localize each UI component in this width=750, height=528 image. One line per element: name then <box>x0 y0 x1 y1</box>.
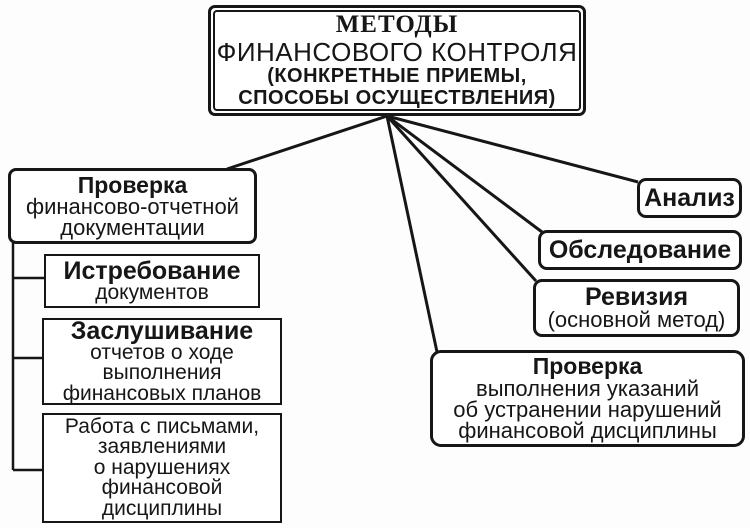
edge-root-to-analysis <box>386 114 639 184</box>
edge-check-documentation-children <box>11 243 45 472</box>
node-demand-documents: Истребование документов <box>44 254 260 308</box>
node-text-line: отчетов о ходе <box>90 341 234 365</box>
node-text-line: (основной метод) <box>547 307 726 333</box>
root-note-line-1: (КОНКРЕТНЫЕ ПРИЕМЫ, <box>267 65 527 88</box>
edge-root-to-check-execution <box>385 115 439 353</box>
node-revision: Ревизия (основной метод) <box>533 279 740 337</box>
node-text-line: документов <box>95 280 209 304</box>
node-text-line: финансовой дисциплины <box>458 418 717 444</box>
root-note-line-2: СПОСОБЫ ОСУЩЕСТВЛЕНИЯ) <box>238 86 556 109</box>
root-subtitle-line: ФИНАНСОВОГО КОНТРОЛЯ <box>216 36 578 67</box>
node-title: Заслушивание <box>70 316 254 345</box>
node-title: Истребование <box>63 256 241 285</box>
node-title: Ревизия <box>584 283 689 312</box>
node-title: Анализ <box>644 183 735 212</box>
node-analysis: Анализ <box>637 178 742 218</box>
edge-root-to-inspection <box>386 114 543 234</box>
node-title: Проверка <box>77 171 188 198</box>
node-title: Обследование <box>548 235 732 264</box>
node-text-line: финансовых планов <box>62 381 262 405</box>
node-text-line: заявлениями <box>97 435 227 459</box>
node-title: Проверка <box>532 353 643 380</box>
node-text-line: финансово-отчетной <box>26 193 239 219</box>
node-inspection: Обследование <box>538 230 742 270</box>
edge-root-to-revision <box>385 114 538 283</box>
root-title-line: МЕТОДЫ <box>335 11 459 39</box>
node-text-line: дисциплины <box>101 496 223 520</box>
node-text-line: Работа с письмами, <box>64 415 260 439</box>
node-text-line: документации <box>60 215 205 241</box>
node-methods-root: МЕТОДЫ ФИНАНСОВОГО КОНТРОЛЯ (КОНКРЕТНЫЕ … <box>208 5 586 116</box>
node-text-line: о нарушениях <box>93 455 231 479</box>
node-check-documentation: Проверка финансово-отчетной документации <box>8 168 257 244</box>
node-text-line: финансовой <box>101 476 223 500</box>
node-work-with-letters: Работа с письмами, заявлениями о нарушен… <box>42 413 282 523</box>
node-hearing-reports: Заслушивание отчетов о ходе выполнения ф… <box>42 318 282 405</box>
node-check-execution: Проверка выполнения указаний об устранен… <box>430 350 745 447</box>
node-text-line: выполнения указаний <box>476 375 699 401</box>
edge-root-to-check-documentation <box>226 114 388 171</box>
node-text-line: об устранении нарушений <box>453 396 722 422</box>
node-methods-root-inner: МЕТОДЫ ФИНАНСОВОГО КОНТРОЛЯ (КОНКРЕТНЫЕ … <box>213 10 581 111</box>
node-text-line: выполнения <box>102 361 222 385</box>
